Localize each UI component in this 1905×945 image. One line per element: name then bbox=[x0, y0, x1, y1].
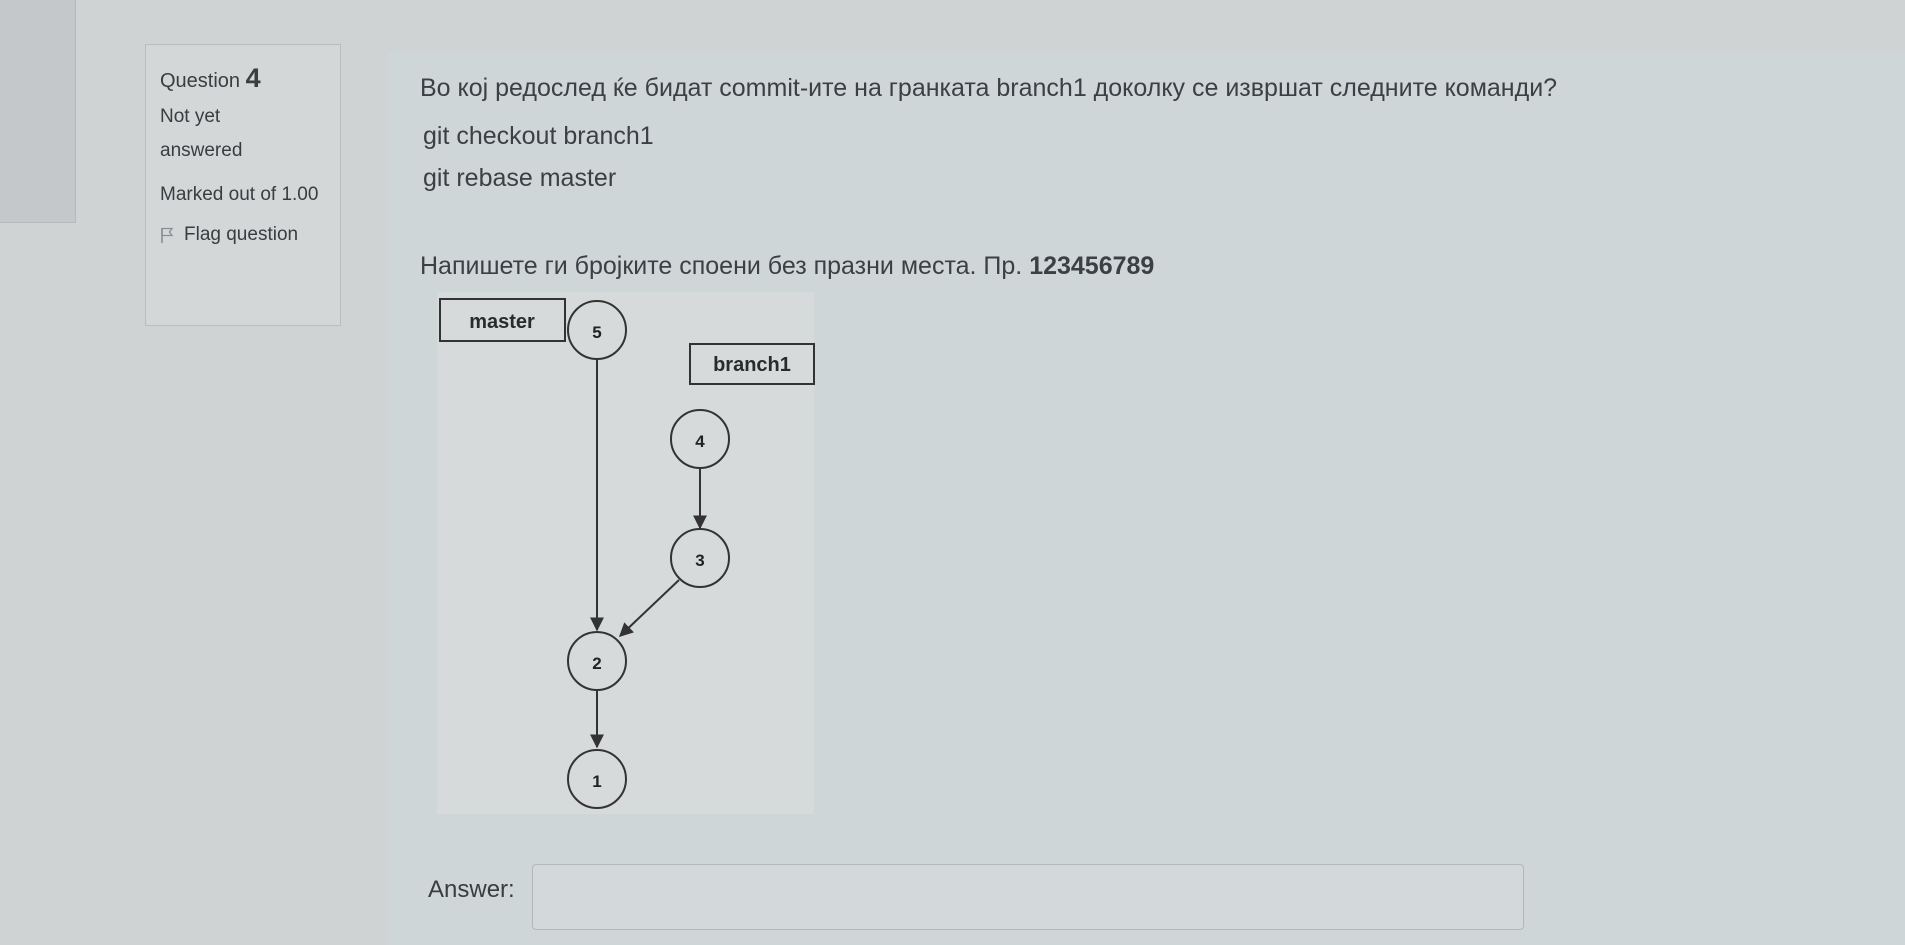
command-line: git rebase master bbox=[423, 164, 617, 192]
answer-label: Answer: bbox=[428, 876, 515, 903]
flag-question-label: Flag question bbox=[184, 224, 299, 245]
commit-node: 5 bbox=[567, 300, 627, 360]
instruction-example: 123456789 bbox=[1029, 252, 1155, 280]
flag-icon bbox=[160, 227, 174, 243]
command-line: git checkout branch1 bbox=[423, 122, 654, 150]
question-grade: Marked out of 1.00 bbox=[160, 184, 319, 205]
question-number: Question 4 bbox=[160, 63, 261, 93]
question-instruction: Напишете ги бројките споени без празни м… bbox=[420, 252, 1155, 280]
question-state: Not yet answered bbox=[160, 106, 243, 161]
question-number-value: 4 bbox=[245, 63, 261, 93]
edge-3-to-2 bbox=[618, 579, 680, 637]
commit-label: 2 bbox=[592, 654, 601, 673]
flag-question-link[interactable]: Flag question bbox=[160, 224, 340, 246]
commit-node: 4 bbox=[670, 409, 730, 469]
commit-label: 1 bbox=[592, 772, 601, 791]
question-text: Во кој редослед ќе бидат commit-ите на г… bbox=[420, 74, 1558, 102]
branch1-label-box bbox=[689, 343, 815, 385]
commit-label: 3 bbox=[695, 551, 704, 570]
commit-node: 2 bbox=[567, 631, 627, 691]
commit-node: 3 bbox=[670, 528, 730, 588]
left-panel-edge bbox=[0, 0, 76, 223]
commit-label: 4 bbox=[695, 432, 705, 451]
question-info-box: Question 4 Not yet answered Marked out o… bbox=[145, 44, 341, 326]
master-label: master bbox=[469, 311, 535, 333]
commit-label: 5 bbox=[592, 323, 601, 342]
branch1-label: branch1 bbox=[713, 354, 791, 376]
commit-node: 1 bbox=[567, 749, 627, 809]
master-label-box bbox=[439, 298, 566, 342]
answer-input[interactable] bbox=[532, 864, 1524, 930]
